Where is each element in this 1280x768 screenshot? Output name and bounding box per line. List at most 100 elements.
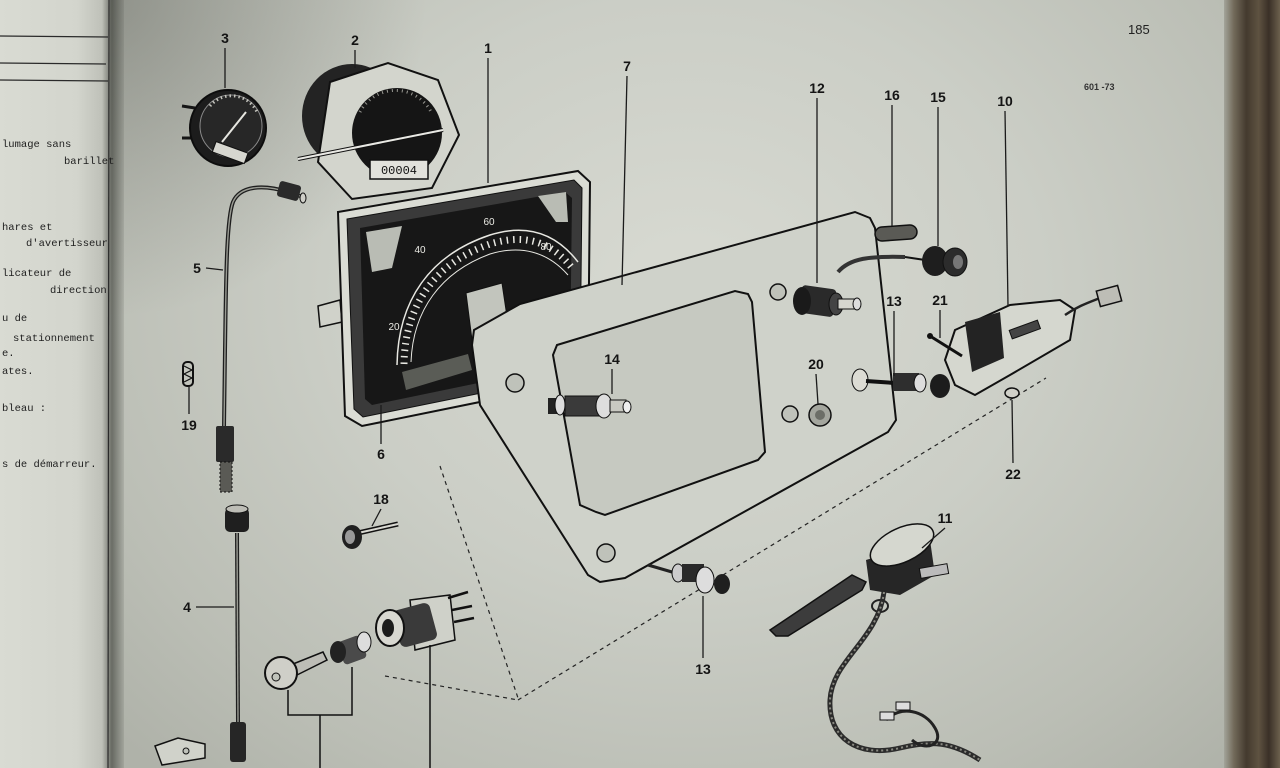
housing-contacts (965, 312, 1004, 372)
knob-body (922, 246, 948, 276)
page-number: 185 (1128, 22, 1150, 37)
leader-22 (1011, 399, 1014, 464)
left-page-line: licateur de (2, 268, 71, 280)
callout-12: 12 (809, 80, 825, 96)
leader-18 (371, 508, 382, 527)
lock-cylinder-face (330, 641, 346, 663)
left-page-line: e. (2, 348, 15, 360)
callout-13-upper: 13 (886, 293, 902, 309)
leader-5 (205, 267, 224, 271)
lock-cylinder-end (356, 631, 372, 653)
gauge-clamp (211, 140, 249, 165)
dial-label: 80 (540, 242, 552, 253)
left-page-text: lumage sans barillet hares et d'avertiss… (0, 0, 114, 768)
part-15-pull-knob (836, 246, 968, 277)
part-18-bolt (342, 521, 399, 549)
book-gutter (102, 0, 124, 768)
ignition-keyway (382, 619, 394, 637)
cable-top-tip (299, 192, 307, 204)
callout-5: 5 (193, 260, 201, 276)
plate-hole (596, 543, 616, 563)
leader-20 (815, 373, 819, 405)
callout-3: 3 (221, 30, 229, 46)
dashed-line (439, 465, 519, 699)
spring-coils (182, 365, 194, 383)
dial-label: 20 (388, 322, 400, 333)
callout-21: 21 (932, 292, 948, 308)
holder-rear (554, 394, 566, 416)
odometer-digits: 00004 (381, 164, 417, 178)
ignition-key-set (264, 590, 475, 768)
part-5-4-speedometer-cable (216, 181, 307, 762)
leader-10 (1004, 110, 1009, 307)
callout-1: 1 (484, 40, 492, 56)
part-3-gauge (181, 89, 267, 167)
switch-shaft-tip (852, 297, 862, 311)
part-16-sleeve (874, 224, 918, 242)
cable-knurled-nut (225, 508, 249, 532)
cable-thread (219, 461, 233, 493)
switch-knob (793, 287, 811, 315)
part-2-meter: 00004 (297, 61, 461, 201)
callout-19: 19 (181, 417, 197, 433)
callout-15: 15 (930, 89, 946, 105)
pull-switch-flange (695, 566, 715, 594)
callout-2: 2 (351, 32, 359, 48)
part-22-bulb (1004, 387, 1020, 399)
left-page-line: stationnement (13, 333, 95, 345)
dashed-line (517, 377, 1047, 701)
leader-lines (188, 48, 1014, 658)
table-rule (0, 62, 107, 65)
dial-outer-arc (396, 229, 579, 366)
knob-rod (904, 256, 926, 261)
dial-light-corner (366, 226, 402, 272)
holder-bulb (622, 400, 632, 414)
upper-cable-highlight (223, 186, 301, 429)
gauge-mount-stud (181, 104, 196, 110)
stalk-wire-terminal (879, 711, 895, 721)
cable-bottom-fitting (230, 722, 246, 762)
bolt-head-center (345, 530, 355, 544)
left-page-line: ates. (2, 366, 34, 378)
dial-label: 60 (483, 217, 495, 228)
left-page-line: bleau : (2, 403, 46, 415)
cable-top-fitting (276, 181, 302, 201)
ignition-terminal (453, 616, 475, 624)
dial-lower-panel (402, 354, 472, 390)
bracket-plate (154, 737, 206, 766)
stalk-cable-braid (828, 591, 981, 761)
dial-light-corner (538, 192, 568, 222)
part-14-lamp-holder (548, 393, 632, 419)
meter-shaft (297, 129, 444, 160)
grommet-center (815, 410, 825, 420)
part-19-spring (182, 361, 194, 387)
pull-switch-body (893, 373, 919, 391)
gauge-scale (208, 94, 259, 113)
stalk-housing (869, 523, 935, 567)
stalk-wire-loop (884, 709, 939, 748)
key-hole (271, 672, 281, 682)
meter-face (352, 88, 442, 178)
part-13-pull-switch-upper (851, 368, 950, 398)
left-page-line: u de (2, 313, 27, 325)
part-12-rotary-switch (793, 285, 862, 317)
figure-reference: 601 -73 (1084, 82, 1115, 92)
pull-switch-rod (865, 379, 896, 385)
left-page-line: lumage sans (2, 139, 71, 151)
callout-14: 14 (604, 351, 620, 367)
lower-cable-highlight (236, 532, 239, 723)
part-7-instrument-plate (470, 210, 898, 584)
book-page-edges (1224, 0, 1280, 768)
plate-hole (781, 405, 799, 423)
holder-bracket (548, 398, 558, 414)
plate-hole (769, 283, 787, 301)
ignition-body (393, 603, 437, 647)
ignition-terminal (447, 590, 469, 600)
housing-wire (1064, 296, 1101, 317)
stalk-wire-terminal (895, 701, 911, 711)
dial-label: 40 (414, 245, 426, 256)
callout-20: 20 (808, 356, 824, 372)
callout-16: 16 (884, 87, 900, 103)
